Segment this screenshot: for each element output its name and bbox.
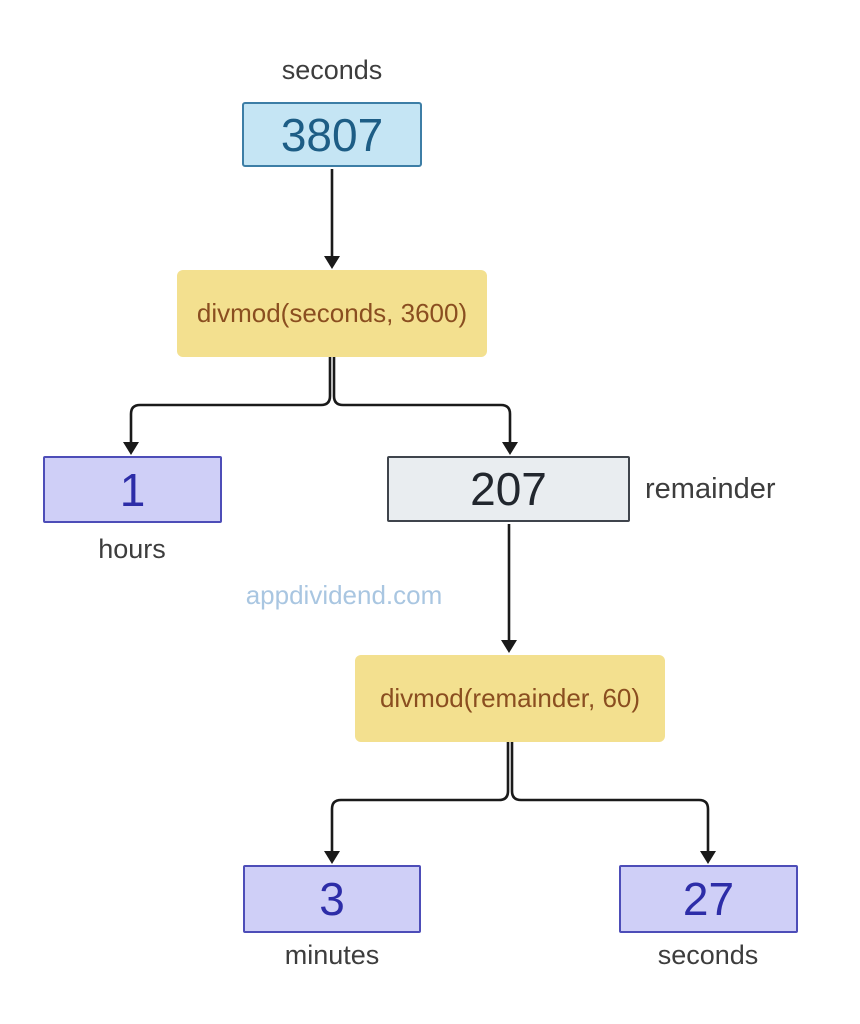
arrow-op1-to-remainder [332, 357, 518, 455]
input-caption: seconds [281, 55, 383, 85]
arrow-input-to-op1 [324, 169, 340, 269]
seconds-value-box: 27 [619, 865, 798, 933]
seconds-caption: seconds [657, 940, 759, 970]
watermark: appdividend.com [245, 580, 443, 610]
input-value-box: 3807 [242, 102, 422, 167]
hours-value-box: 1 [43, 456, 222, 523]
divmod-3600-box: divmod(seconds, 3600) [177, 270, 487, 357]
arrow-op2-to-minutes [324, 742, 510, 864]
hours-caption: hours [98, 534, 166, 564]
arrow-op2-to-seconds [510, 742, 716, 864]
remainder-caption: remainder [645, 473, 776, 505]
arrow-remainder-to-op2 [501, 524, 517, 653]
minutes-value-box: 3 [243, 865, 421, 933]
divmod-60-box: divmod(remainder, 60) [355, 655, 665, 742]
arrow-op1-to-hours [123, 357, 332, 455]
remainder-value-box: 207 [387, 456, 630, 522]
minutes-caption: minutes [284, 940, 380, 970]
